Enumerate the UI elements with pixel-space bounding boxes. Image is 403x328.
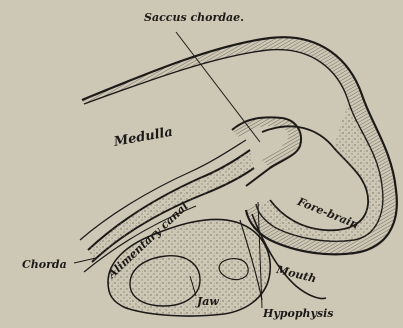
label-hypophysis: Hypophysis <box>263 308 333 319</box>
label-jaw: Jaw <box>197 296 219 307</box>
label-saccus-chordae: Saccus chordae. <box>144 12 244 23</box>
jaw-outline <box>108 219 270 316</box>
label-chorda: Chorda <box>22 259 67 270</box>
